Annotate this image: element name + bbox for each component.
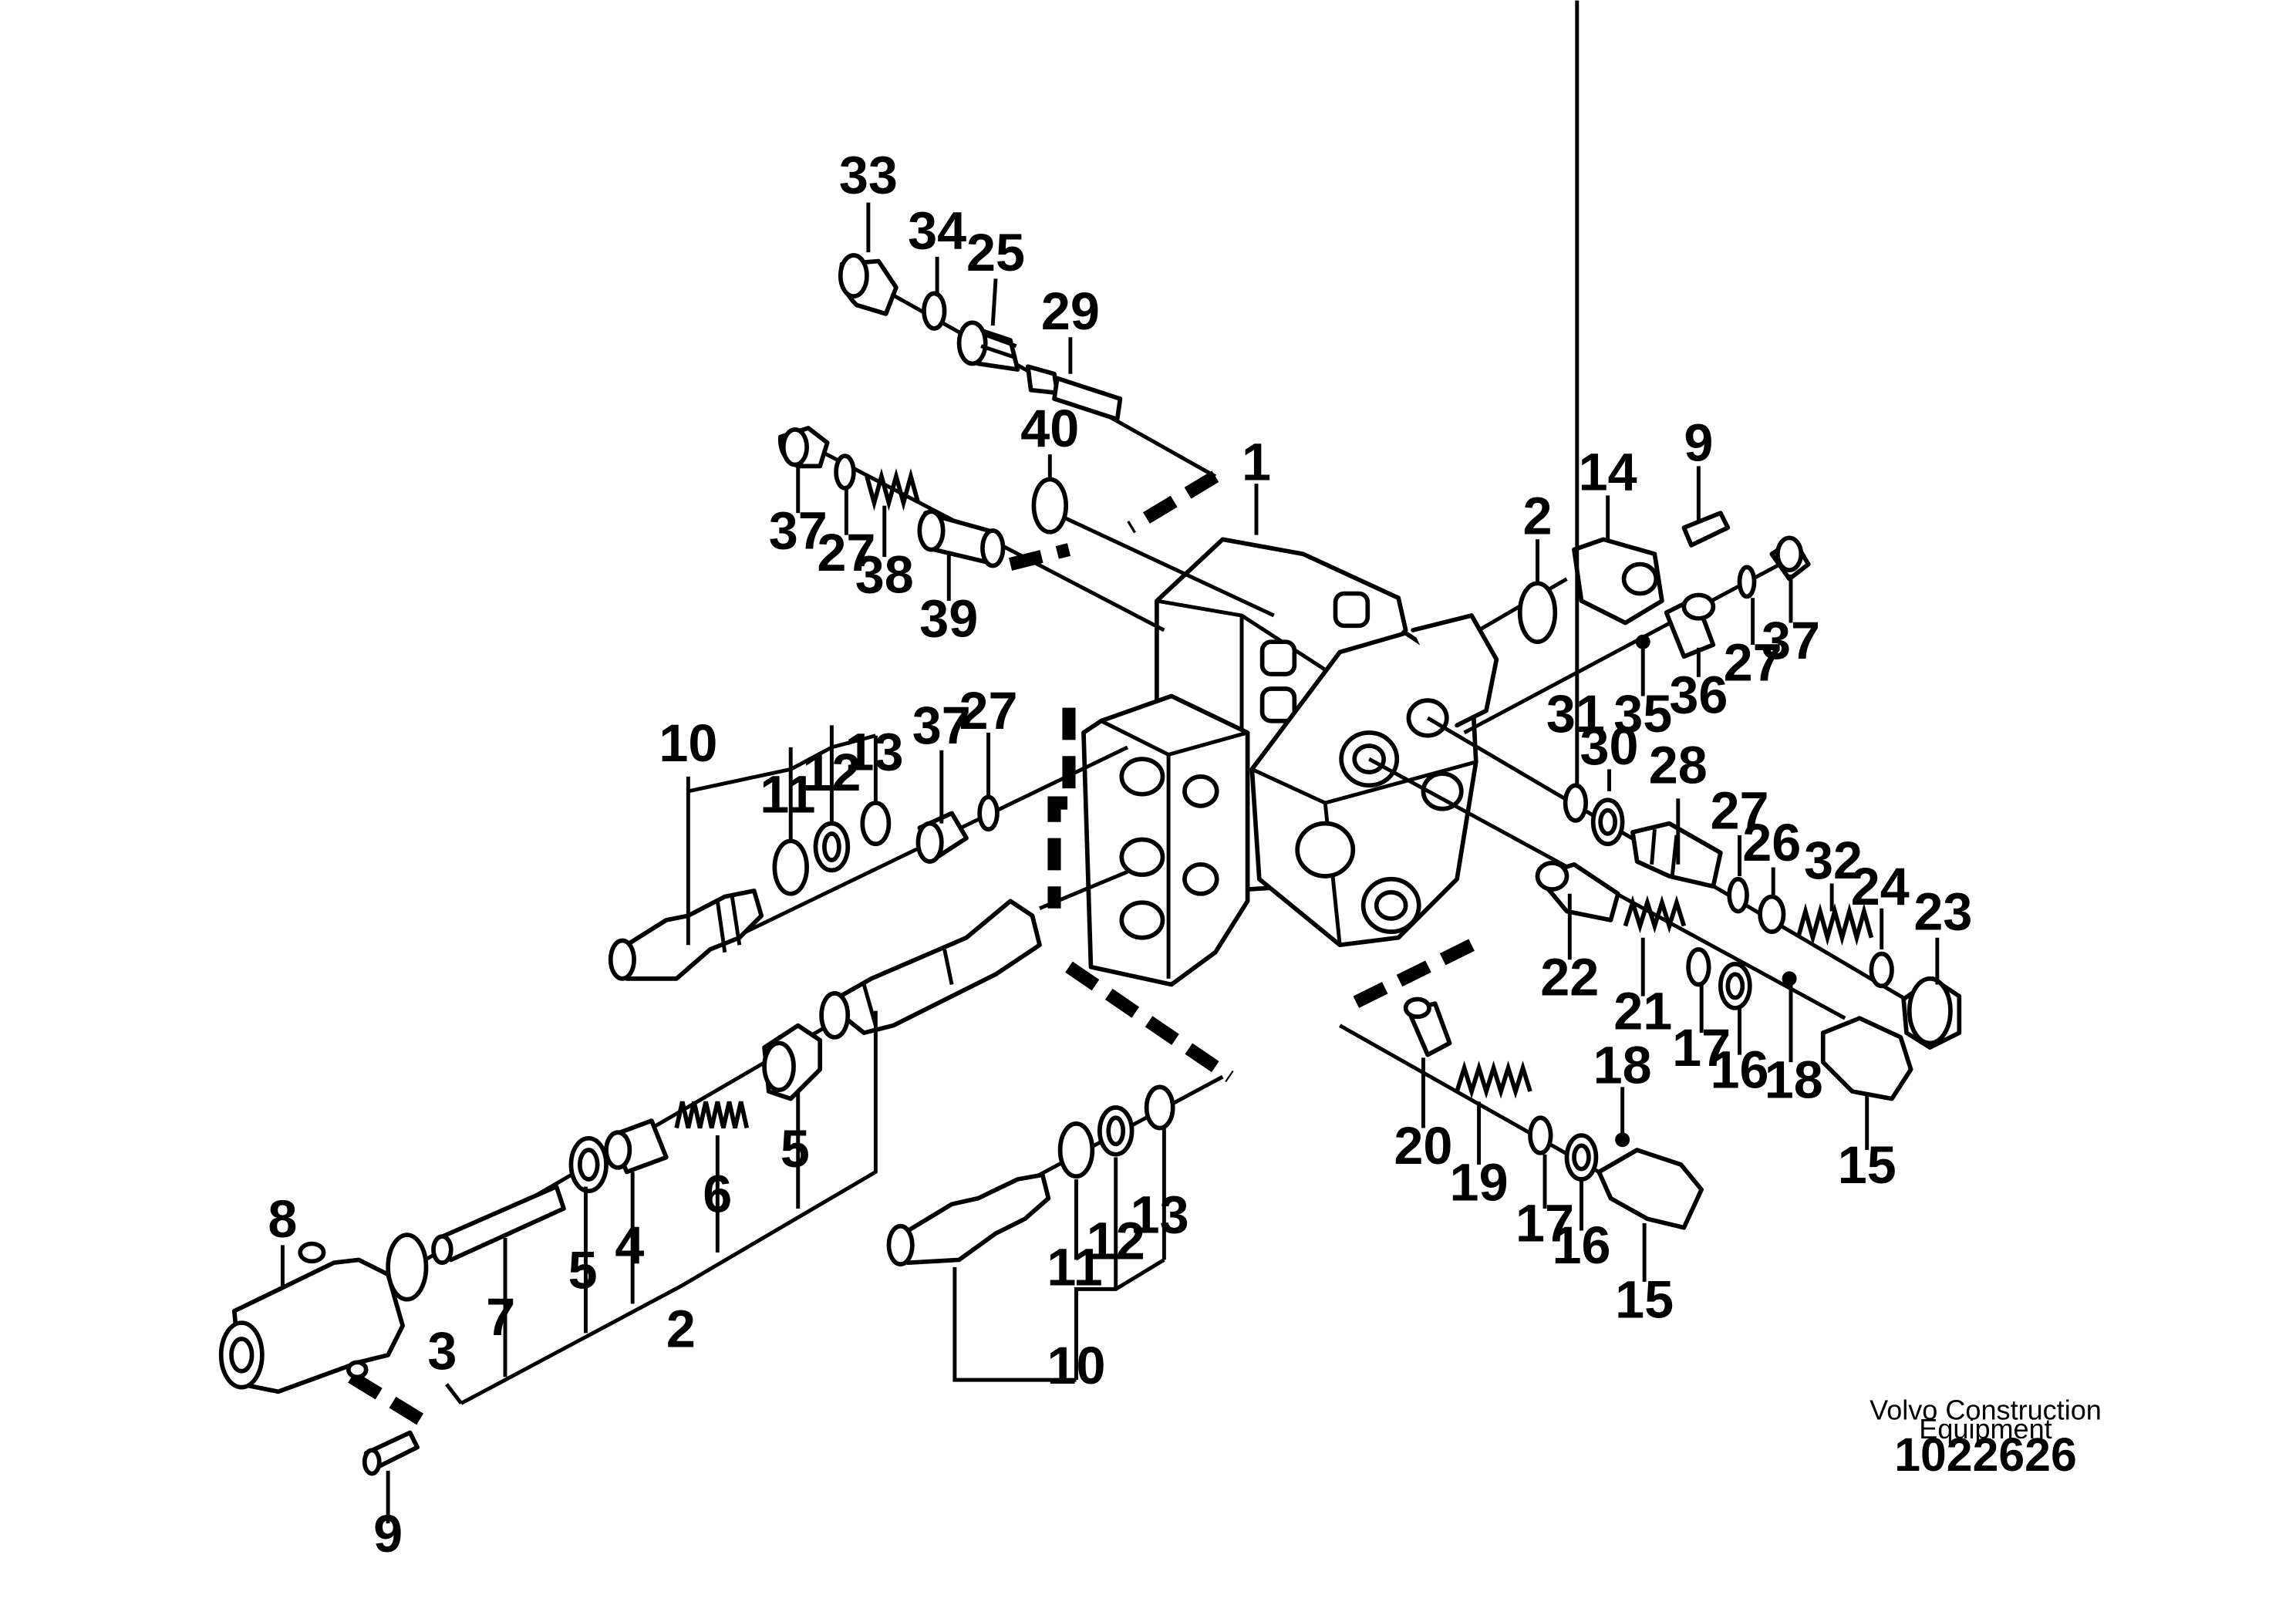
- callout-10: 10: [1047, 1337, 1105, 1395]
- callout-labels: 1 2 2 3 4 5 5 6 7 8 9 9 10 10 11 11 12 1…: [268, 146, 1972, 1563]
- callout-17: 17: [1672, 1019, 1731, 1077]
- callout-13: 13: [845, 723, 903, 781]
- callout-16: 16: [1711, 1040, 1769, 1099]
- callout-15: 15: [1838, 1136, 1896, 1195]
- callout-leaders: [280, 0, 1940, 1524]
- callout-21: 21: [1613, 982, 1672, 1040]
- callout-5: 5: [781, 1120, 810, 1179]
- callout-39: 39: [919, 590, 978, 649]
- callout-2: 2: [666, 1300, 696, 1358]
- callout-36: 36: [1669, 666, 1728, 724]
- callout-23: 23: [1913, 882, 1972, 941]
- callout-32: 32: [1804, 831, 1863, 890]
- callout-7: 7: [486, 1288, 515, 1347]
- callout-27: 27: [1724, 634, 1782, 693]
- callout-12: 12: [1087, 1212, 1145, 1270]
- callout-18: 18: [1593, 1037, 1652, 1095]
- callout-16: 16: [1552, 1216, 1610, 1275]
- callout-9: 9: [373, 1505, 403, 1563]
- callout-22: 22: [1540, 949, 1599, 1007]
- callout-20: 20: [1394, 1117, 1452, 1175]
- callout-10: 10: [659, 714, 717, 773]
- callout-15: 15: [1615, 1270, 1674, 1329]
- callout-28: 28: [1649, 736, 1708, 794]
- callout-27: 27: [1711, 781, 1769, 840]
- publisher-line-1: Volvo Construction: [1870, 1394, 2102, 1425]
- callout-18: 18: [1765, 1051, 1823, 1110]
- callout-26: 26: [1742, 814, 1801, 872]
- callout-12: 12: [802, 744, 861, 802]
- callout-35: 35: [1613, 685, 1672, 744]
- callout-27: 27: [959, 682, 1018, 740]
- hidden-flow-paths: [348, 470, 1475, 1430]
- callout-34: 34: [908, 201, 966, 260]
- callout-6: 6: [703, 1165, 732, 1224]
- callout-11: 11: [760, 765, 815, 824]
- publisher-block: Volvo Construction Equipment 1022626: [1870, 1394, 2102, 1480]
- callout-3: 3: [427, 1322, 457, 1381]
- callout-14: 14: [1579, 443, 1637, 502]
- lower-pressure-plug: [886, 1084, 1175, 1266]
- callout-37: 37: [912, 696, 971, 755]
- callout-25: 25: [966, 224, 1025, 282]
- valve-body: [1081, 537, 1499, 987]
- publisher-line-2: Equipment: [1919, 1413, 2052, 1445]
- callout-1: 1: [1242, 433, 1271, 491]
- callout-40: 40: [1020, 400, 1079, 458]
- right-side-cartridges: [1403, 511, 1962, 1230]
- callout-2: 2: [1523, 487, 1553, 546]
- main-spool-assembly: [218, 899, 1042, 1476]
- callout-4: 4: [615, 1216, 644, 1275]
- callout-27: 27: [817, 524, 875, 582]
- callout-5: 5: [568, 1241, 598, 1300]
- callout-31: 31: [1546, 685, 1605, 744]
- callout-37: 37: [1762, 612, 1820, 670]
- callout-24: 24: [1851, 858, 1910, 916]
- upper-left-cartridge: [778, 426, 1069, 568]
- callout-38: 38: [855, 546, 914, 605]
- drawing-number: 1022626: [1894, 1428, 2077, 1481]
- callout-9: 9: [1684, 414, 1713, 473]
- callout-8: 8: [268, 1190, 297, 1249]
- callout-33: 33: [839, 146, 898, 204]
- callout-11: 11: [1047, 1239, 1102, 1297]
- callout-13: 13: [1131, 1185, 1189, 1244]
- callout-19: 19: [1450, 1154, 1509, 1212]
- callout-37: 37: [769, 502, 828, 561]
- callout-17: 17: [1515, 1195, 1574, 1253]
- top-relief-cartridge: [838, 253, 1123, 422]
- callout-29: 29: [1041, 282, 1100, 341]
- callout-30: 30: [1580, 717, 1639, 776]
